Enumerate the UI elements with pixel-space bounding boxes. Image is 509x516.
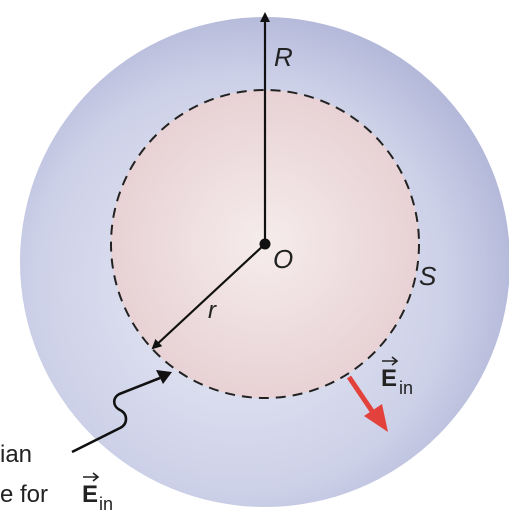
- caption-vector-arrow-icon: [83, 472, 100, 482]
- surface-label: S: [419, 261, 437, 291]
- gaussian-surface-circle: [110, 89, 420, 399]
- callout-arrowhead: [156, 370, 172, 384]
- field-arrow: [346, 375, 388, 432]
- callout-squiggle: [71, 376, 161, 454]
- caption-field-symbol: E: [82, 481, 98, 508]
- field-label-symbol: E: [381, 365, 397, 392]
- outer-radius-label: R: [274, 42, 293, 72]
- caption-line-1: ian: [0, 441, 32, 468]
- caption-field-subscript: in: [99, 494, 113, 514]
- inner-radius-label: r: [208, 297, 217, 324]
- center-label: O: [273, 244, 293, 274]
- field-label-subscript: in: [399, 378, 413, 398]
- field-label: E in: [381, 356, 413, 398]
- caption-line-2-prefix: e for: [0, 481, 48, 508]
- caption-line-2: e for E in: [0, 472, 113, 514]
- field-vector-arrow-icon: [382, 356, 399, 366]
- inner-radius-arrow: [151, 243, 266, 350]
